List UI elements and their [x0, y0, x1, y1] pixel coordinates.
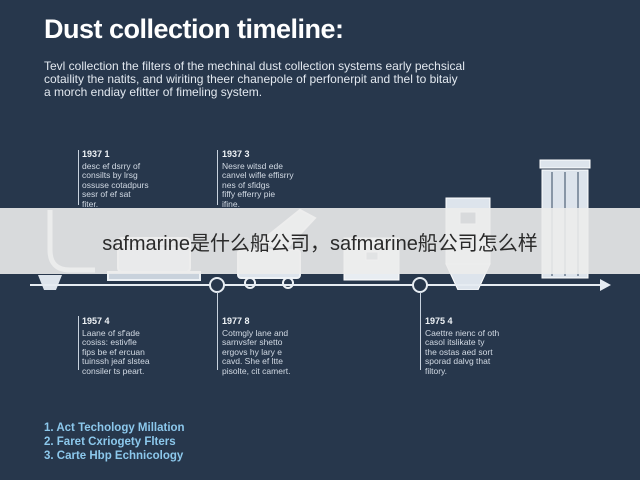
intro-paragraph: Tevl collection the filters of the mechi… [44, 60, 604, 99]
timeline-connector [217, 150, 218, 205]
entry-text: ergovs hy lary e [222, 346, 282, 357]
entry-text: nes of sfidgs [222, 179, 270, 190]
entry-year: 1975 4 [425, 316, 453, 326]
intro-line: cotaility the natits, and wiriting theer… [44, 72, 458, 86]
page-title: Dust collection timeline: [44, 14, 344, 44]
entry-year: 1977 8 [222, 316, 250, 326]
entry-text: consiler ts peart. [82, 365, 145, 376]
list-item: 1. Act Techology Millation [44, 422, 185, 434]
entry-text: the ostas aed sort [425, 346, 493, 357]
entry-text: canvel wifle effisrry [222, 170, 294, 180]
technology-list: 1. Act Techology Millation 2. Faret Cxri… [44, 421, 185, 463]
entry-text: sarnvsfer shetto [222, 337, 283, 347]
overlay-banner: safmarine是什么船公司，safmarine船公司怎么样 [0, 208, 640, 274]
timeline-connector [78, 150, 79, 205]
entry-year: 1937 1 [82, 149, 110, 159]
entry-text: pisolte, cit camert. [222, 365, 291, 376]
entry-text: sporad dalvg that [425, 356, 491, 366]
intro-line: Tevl collection the filters of the mechi… [44, 59, 465, 73]
timeline-entry-top-1: 1937 1 desc ef dsrry of consilts by lrsg… [82, 149, 149, 209]
entry-text: sesr of ef sat [82, 189, 131, 199]
list-item: 2. Faret Cxriogety Flters [44, 436, 176, 448]
entry-text: ifine. [222, 198, 240, 209]
entry-text: filtory. [425, 365, 448, 376]
timeline-connector [217, 292, 218, 370]
entry-text: casol itslikate ty [425, 337, 485, 347]
timeline-entry-bottom-3: 1975 4 Caettre nienc of oth casol itslik… [425, 316, 500, 376]
list-item: 3. Carte Hbp Echnicology [44, 450, 184, 462]
timeline-entry-bottom-2: 1977 8 Cotmgly lane and sarnvsfer shetto… [222, 316, 291, 376]
timeline-entry-bottom-1: 1957 4 Laane of sf'ade cosiss: estivfle … [82, 316, 150, 376]
timeline-connector [420, 292, 421, 370]
entry-text: fips be ef ercuan [82, 346, 145, 357]
entry-text: ossuse cotadpurs [82, 179, 149, 190]
entry-text: Cotmgly lane and [222, 327, 289, 338]
timeline-arrowhead [600, 279, 611, 291]
entry-year: 1937 3 [222, 149, 250, 159]
timeline-axis [30, 284, 605, 286]
intro-line: a morch endiay efitter of fimeling syste… [44, 85, 263, 99]
banner-text: safmarine是什么船公司，safmarine船公司怎么样 [102, 232, 538, 255]
entry-text: Laane of sf'ade [82, 327, 140, 338]
entry-text: fiter. [82, 198, 99, 209]
timeline-entry-top-2: 1937 3 Nesre witsd ede canvel wifle effi… [222, 149, 294, 209]
entry-text: tuinssh jeaf slstea [82, 356, 150, 366]
entry-text: Caettre nienc of oth [425, 327, 500, 338]
entry-text: cavd. She ef ltte [222, 356, 283, 366]
entry-text: fiffy efferry pie [222, 189, 276, 199]
entry-text: Nesre witsd ede [222, 160, 283, 171]
entry-text: consilts by lrsg [82, 170, 138, 180]
timeline-node [209, 277, 225, 293]
timeline-node [412, 277, 428, 293]
entry-year: 1957 4 [82, 316, 110, 326]
entry-text: desc ef dsrry of [82, 160, 141, 171]
entry-text: cosiss: estivfle [82, 337, 137, 347]
timeline-connector [78, 316, 79, 370]
